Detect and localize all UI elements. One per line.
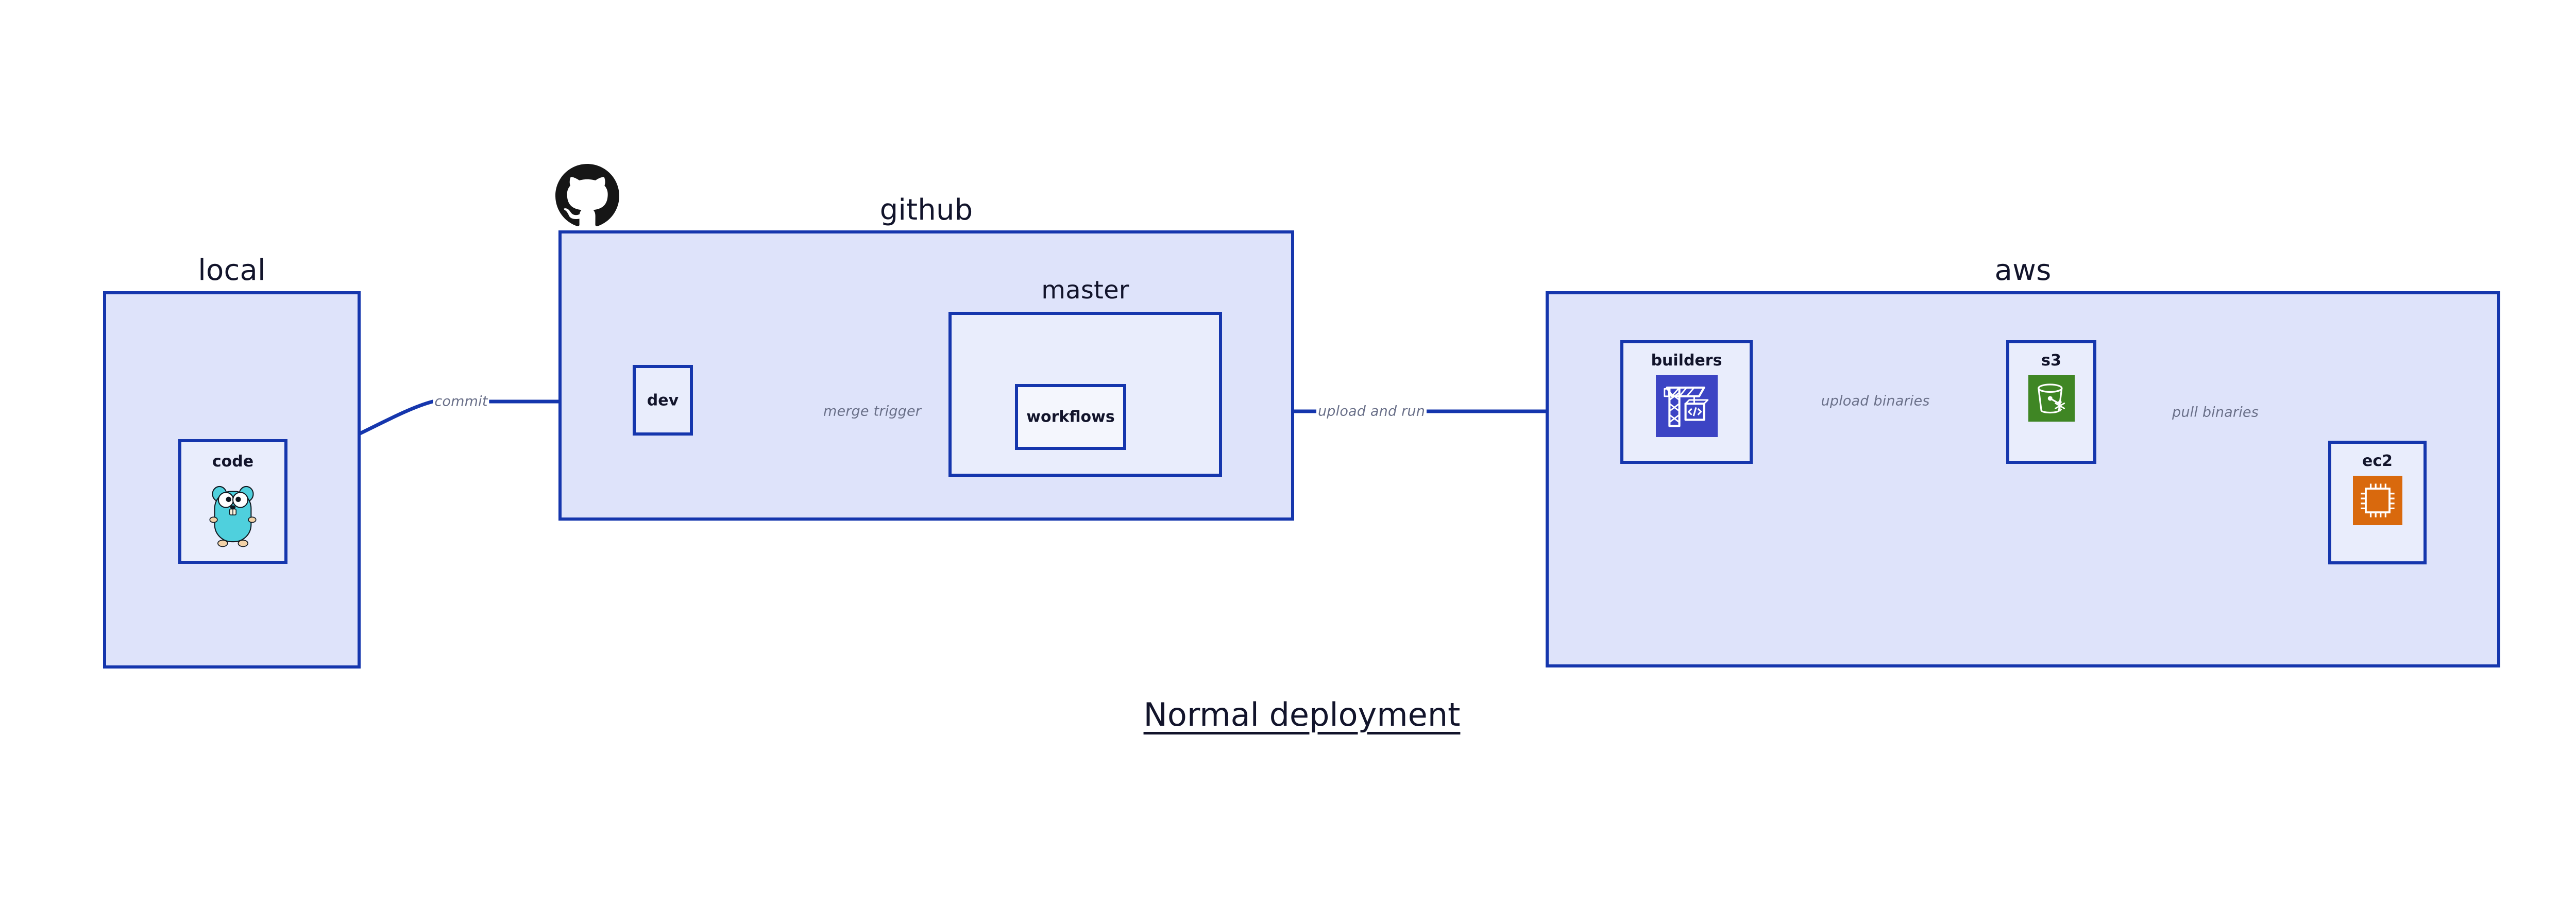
node-builders[interactable]: builders [1620,340,1753,464]
subgroup-label-master: master [1041,276,1129,305]
github-octocat-icon [555,164,619,228]
node-workflows-label: workflows [1026,408,1115,426]
edge-label-commit: commit [433,393,489,410]
aws-ec2-chip-icon [2352,476,2402,525]
group-label-local: local [198,254,266,287]
group-label-aws: aws [1994,254,2052,287]
node-code[interactable]: code [178,439,287,564]
go-gopher-icon [206,479,260,549]
edge-label-merge-trigger: merge trigger [823,403,922,420]
aws-s3-bucket-icon [2028,375,2075,422]
node-ec2[interactable]: ec2 [2328,441,2427,564]
diagram-caption: Normal deployment [1143,696,1461,733]
node-dev-label: dev [647,391,679,409]
node-s3-label: s3 [2041,352,2061,370]
node-dev[interactable]: dev [633,365,693,436]
edge-label-upload-and-run: upload and run [1316,403,1427,420]
node-code-label: code [212,453,254,471]
node-workflows[interactable]: workflows [1015,384,1126,450]
node-ec2-label: ec2 [2362,452,2393,470]
node-builders-label: builders [1651,352,1722,370]
aws-crane-code-icon [1655,375,1718,437]
edge-label-pull-binaries: pull binaries [2172,404,2259,421]
group-label-github: github [879,193,973,227]
node-s3[interactable]: s3 [2006,340,2096,464]
edge-label-upload-binaries: upload binaries [1821,393,1930,409]
